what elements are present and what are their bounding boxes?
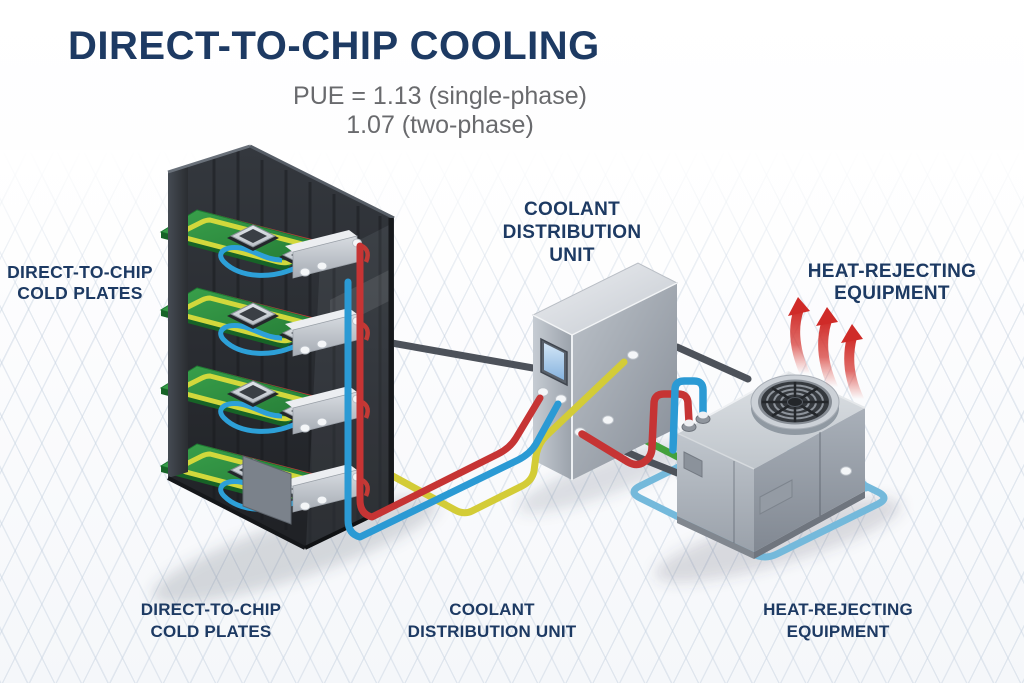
label-line: HEAT-REJECTING (763, 600, 913, 619)
label-line: COOLANT (449, 600, 535, 619)
server-rack-illustration (159, 144, 395, 550)
pue-subtitle: PUE = 1.13 (single-phase) 1.07 (two-phas… (260, 82, 620, 140)
label-cold-plates-side: DIRECT-TO-CHIP COLD PLATES (0, 262, 160, 304)
coolant-manifolds (285, 230, 370, 513)
label-line: HEAT-REJECTING (807, 261, 977, 282)
manifold-block (285, 464, 370, 513)
cdu-display-screen (540, 337, 568, 387)
coolant-pipe-yellow (374, 358, 628, 517)
label-line: EQUIPMENT (834, 283, 950, 304)
label-line: DIRECT-TO-CHIP (140, 600, 282, 619)
hre-vent-right (759, 479, 793, 515)
manifold-block (285, 230, 370, 279)
label-line: EQUIPMENT (786, 622, 890, 641)
pue-line-1: PUE = 1.13 (single-phase) (293, 82, 587, 110)
hot-pipe-rack-to-cdu (356, 242, 544, 521)
label-line: COLD PLATES (17, 283, 143, 303)
label-hre-top: HEAT-REJECTING EQUIPMENT (792, 261, 992, 305)
label-line: COLD PLATES (150, 622, 272, 641)
hre-side-port (840, 466, 852, 476)
pue-line-2: 1.07 (two-phase) (346, 111, 534, 139)
cold-pipe-rack-to-cdu (344, 278, 562, 541)
label-cdu-bottom: COOLANT DISTRIBUTION UNIT (392, 599, 592, 643)
hre-illustration (676, 371, 866, 559)
label-cdu-top: COOLANT DISTRIBUTION UNIT (482, 198, 662, 267)
heat-arrows (788, 297, 864, 404)
label-line: DIRECT-TO-CHIP (7, 262, 153, 282)
hre-vent-left (683, 451, 703, 478)
page-title: DIRECT-TO-CHIP COOLING (68, 24, 600, 68)
fan-icon (750, 374, 840, 435)
rack-left-wall (168, 165, 188, 478)
label-line: COOLANT (523, 199, 621, 220)
hre-top-port-collars (681, 411, 711, 432)
label-hre-bottom: HEAT-REJECTING EQUIPMENT (738, 599, 938, 643)
cdu-illustration (531, 262, 679, 480)
label-line: DISTRIBUTION (502, 222, 642, 243)
rack-lower-panel (242, 455, 292, 525)
label-cold-plates-bottom: DIRECT-TO-CHIP COLD PLATES (121, 599, 301, 643)
cold-pipe-into-hre (669, 377, 707, 454)
hot-pipe-cdu-to-hre (578, 390, 693, 469)
label-line: DISTRIBUTION UNIT (407, 622, 577, 641)
label-line: UNIT (549, 245, 595, 266)
